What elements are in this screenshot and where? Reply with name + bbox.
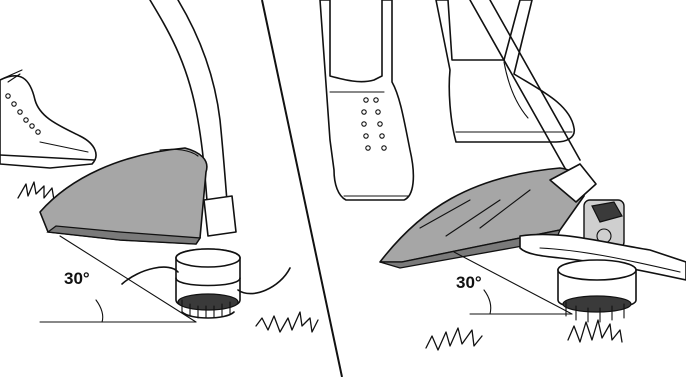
right-panel-grass-blade: 30° xyxy=(320,0,686,350)
angle-label-right: 30° xyxy=(456,273,482,292)
angle-indicator-left: 30° xyxy=(40,236,196,322)
trimmer-head-spool xyxy=(122,249,290,318)
left-panel-trimmer-head: 30° xyxy=(0,0,318,332)
operator-boot-left xyxy=(0,70,96,168)
angle-label-left: 30° xyxy=(64,269,90,288)
grass-tuft-left-bottom xyxy=(256,312,318,332)
grass-tuft-right-left xyxy=(426,328,482,350)
operator-boot-right-b xyxy=(436,0,574,142)
angle-indicator-right: 30° xyxy=(454,252,572,314)
grass-tuft-right-under-head xyxy=(568,320,622,342)
operator-boot-right-a xyxy=(320,0,413,200)
